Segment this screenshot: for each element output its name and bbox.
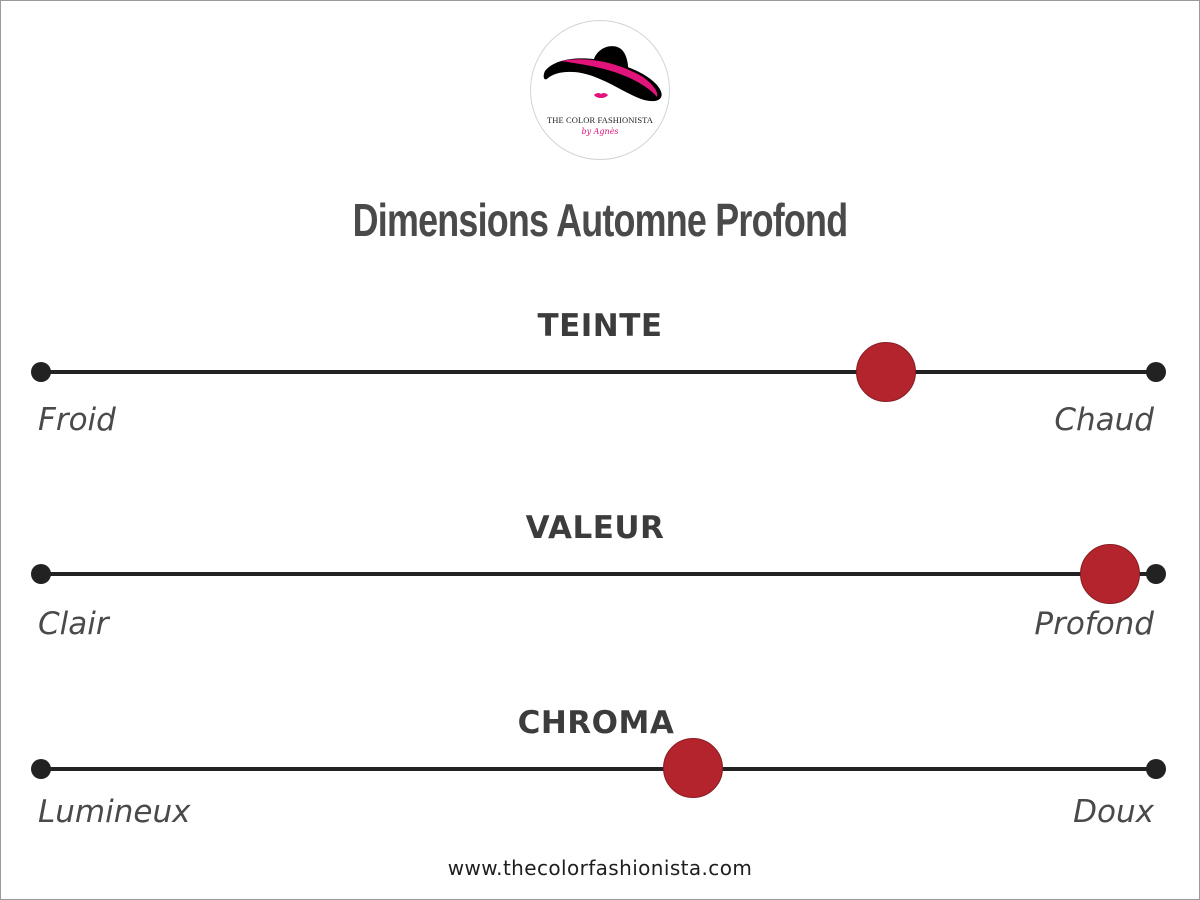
valeur-left-label: Clair — [38, 606, 109, 642]
logo-signature: by Agnès — [581, 127, 619, 136]
chroma-position-marker — [663, 738, 723, 798]
dimension-heading-chroma: CHROMA — [517, 705, 675, 741]
teinte-left-label: Froid — [38, 402, 116, 438]
website-url: www.thecolorfashionista.com — [447, 856, 753, 880]
chroma-left-endpoint — [31, 759, 51, 779]
valeur-right-label: Profond — [1034, 606, 1154, 642]
teinte-right-endpoint — [1146, 362, 1166, 382]
dimension-heading-valeur: VALEUR — [525, 510, 665, 546]
teinte-left-endpoint — [31, 362, 51, 382]
chroma-right-endpoint — [1146, 759, 1166, 779]
valeur-scale-track — [40, 572, 1156, 576]
valeur-left-endpoint — [31, 564, 51, 584]
teinte-scale-track — [40, 370, 1156, 374]
hat-with-lips-icon — [543, 46, 662, 102]
chroma-scale-track — [40, 767, 1156, 771]
valeur-right-endpoint — [1146, 564, 1166, 584]
chroma-right-label: Doux — [1073, 794, 1154, 830]
brand-logo: THE COLOR FASHIONISTA by Agnès — [530, 20, 670, 160]
teinte-position-marker — [856, 342, 916, 402]
page-title: Dimensions Automne Profond — [352, 194, 848, 246]
logo-brand-name: THE COLOR FASHIONISTA — [546, 115, 654, 125]
chroma-left-label: Lumineux — [38, 794, 191, 830]
dimension-heading-teinte: TEINTE — [537, 308, 663, 344]
teinte-right-label: Chaud — [1054, 402, 1154, 438]
valeur-position-marker — [1080, 544, 1140, 604]
